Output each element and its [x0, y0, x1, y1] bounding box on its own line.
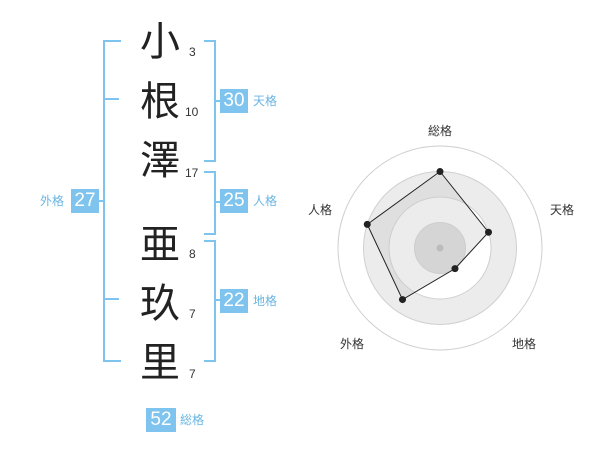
radar-point-1 — [485, 228, 493, 236]
stroke-count-2: 10 — [185, 105, 199, 119]
gaikaku-bracket-pointer — [97, 200, 103, 202]
jinkaku-label: 人格 — [253, 194, 278, 208]
stroke-count-6: 7 — [189, 367, 196, 381]
radar-point-0 — [436, 168, 444, 175]
soukaku-badge: 52 — [146, 408, 176, 432]
tenkaku-badge: 30 — [220, 89, 248, 113]
stroke-count-3: 17 — [185, 166, 199, 180]
jinkaku-bracket-pointer — [214, 201, 222, 203]
kanji-6: 里 — [140, 340, 180, 386]
radar-center — [436, 244, 444, 252]
kanji-4: 亜 — [140, 222, 180, 268]
gaikaku-badge: 27 — [71, 189, 99, 213]
chikaku-label: 地格 — [253, 294, 278, 308]
jinkaku-badge: 25 — [220, 189, 248, 213]
jinkaku-bracket — [204, 171, 216, 235]
kanji-2: 根 — [140, 79, 180, 125]
radar-axis-label-0: 総格 — [427, 124, 452, 138]
tenkaku-bracket-pointer — [214, 100, 222, 102]
chikaku-badge: 22 — [220, 289, 248, 313]
radar-point-2 — [451, 265, 459, 273]
kanji-3: 澤 — [140, 138, 180, 184]
radar-axis-label-3: 外格 — [339, 337, 364, 351]
gaikaku-bracket-tick — [103, 98, 119, 100]
radar-polygon — [366, 170, 490, 301]
tenkaku-label: 天格 — [253, 94, 278, 108]
radar-axis-label-2: 地格 — [511, 337, 536, 351]
chikaku-bracket-pointer — [214, 299, 222, 301]
stroke-count-4: 8 — [189, 247, 196, 261]
radar-axis-label-4: 人格 — [307, 203, 332, 217]
radar-axis-label-1: 天格 — [549, 203, 574, 217]
soukaku-label: 総格 — [180, 413, 205, 427]
kanji-1: 小 — [140, 19, 180, 65]
kanji-5: 玖 — [140, 281, 180, 327]
chikaku-bracket — [204, 240, 216, 362]
stroke-count-5: 7 — [189, 307, 196, 321]
radar-point-3 — [399, 296, 407, 304]
gaikaku-bracket-tick — [103, 298, 119, 300]
gaikaku-label: 外格 — [40, 194, 65, 208]
stroke-count-1: 3 — [189, 45, 196, 59]
gaikaku-bracket — [103, 40, 121, 362]
radar-point-4 — [363, 220, 371, 228]
